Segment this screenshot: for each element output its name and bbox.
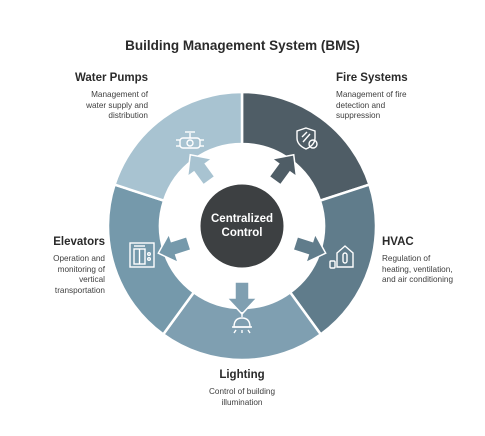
valve-icon xyxy=(176,131,204,149)
hvac-label: HVAC Regulation of heating, ventilation,… xyxy=(382,236,482,286)
elevators-desc: Operation and monitoring of vertical tra… xyxy=(53,254,105,295)
hvac-desc: Regulation of heating, ventilation, and … xyxy=(382,254,454,284)
lighting-label: Lighting Control of building illuminatio… xyxy=(182,369,302,408)
water-pumps-label: Water Pumps Management of water supply a… xyxy=(44,72,148,122)
diagram-title: Building Management System (BMS) xyxy=(125,38,360,53)
thermostat-house-icon xyxy=(329,245,354,269)
elevators-arrow xyxy=(157,232,192,264)
water-pumps-desc: Management of water supply and distribut… xyxy=(86,90,148,120)
water-pumps-arrow xyxy=(186,153,216,186)
fire-systems-title: Fire Systems xyxy=(336,72,408,84)
lamp-icon xyxy=(232,312,252,334)
elevators-label: Elevators Operation and monitoring of ve… xyxy=(18,236,105,296)
hvac-title: HVAC xyxy=(382,236,414,248)
center-label-line1: Centralized xyxy=(211,213,273,225)
hvac-arrow xyxy=(292,232,327,264)
lighting-desc: Control of building illumination xyxy=(209,387,275,407)
elevators-title: Elevators xyxy=(53,236,105,248)
water-pumps-title: Water Pumps xyxy=(74,72,148,84)
fire-shield-icon xyxy=(296,127,318,150)
fire-systems-label: Fire Systems Management of fire detectio… xyxy=(336,72,446,122)
elevator-icon xyxy=(129,242,155,268)
lighting-arrow xyxy=(225,281,259,316)
lighting-title: Lighting xyxy=(219,369,265,381)
fire-systems-arrow xyxy=(268,153,298,186)
center-label-line2: Control xyxy=(222,227,263,239)
center-circle xyxy=(197,181,287,271)
fire-systems-desc: Management of fire detection and suppres… xyxy=(336,90,407,120)
